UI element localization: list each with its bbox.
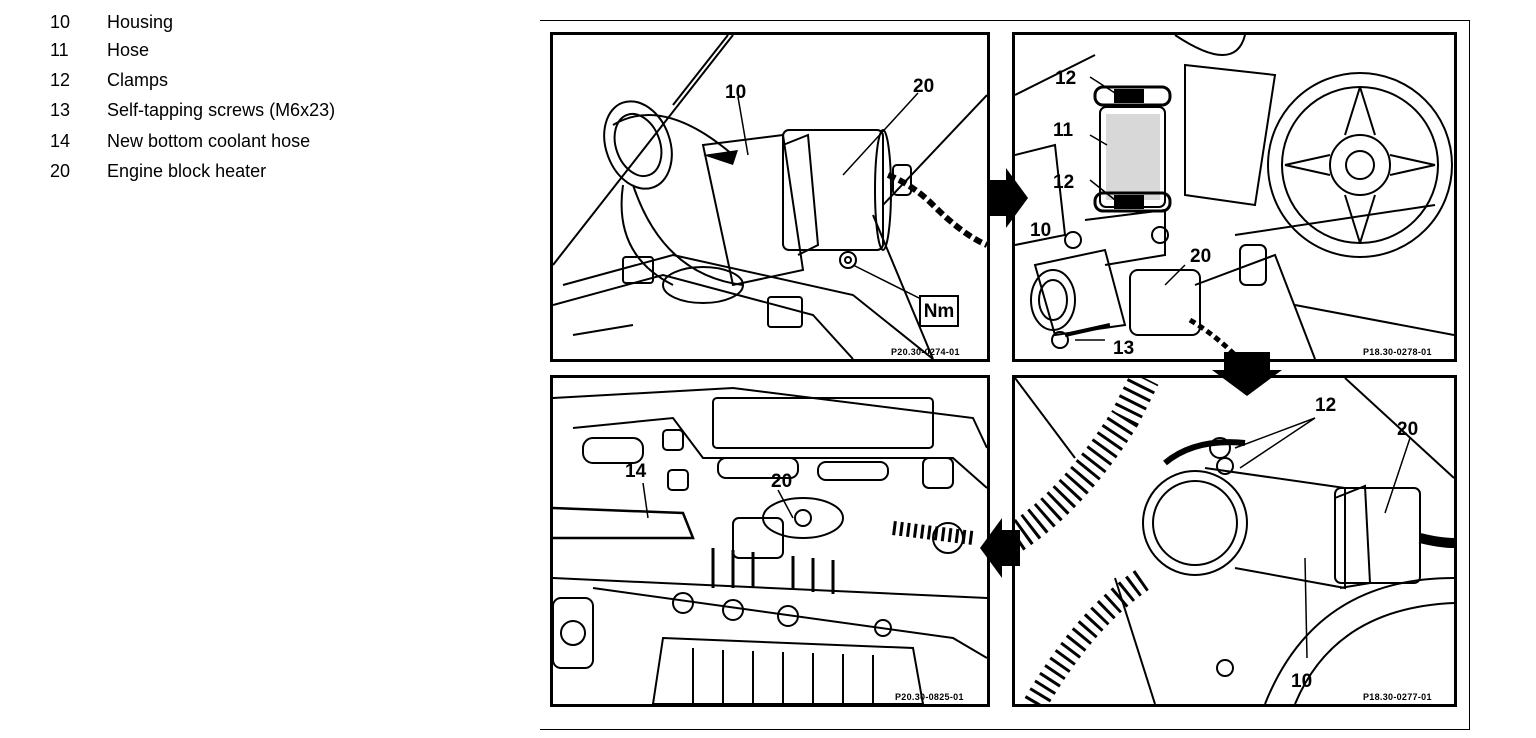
- legend-number: 12: [50, 70, 71, 90]
- arrow-left-icon: [980, 518, 1020, 578]
- callout-clamps: 12: [1315, 395, 1337, 416]
- callout-screws: 13: [1113, 338, 1135, 359]
- callout-heater: 20: [1190, 246, 1212, 267]
- engine-bay-illustration: [553, 386, 987, 704]
- legend-label: New bottom coolant hose: [107, 131, 311, 151]
- panel-bottom-right: 12 20 10 P18.30-0277-01: [1012, 375, 1457, 707]
- callout-heater: 20: [913, 76, 935, 97]
- arrow-down-icon: [1212, 352, 1282, 396]
- legend-number: 11: [50, 40, 69, 60]
- figure-code: P20.30-0825-01: [895, 692, 964, 702]
- figure-code: P18.30-0278-01: [1363, 347, 1432, 357]
- legend-label: Housing: [107, 12, 174, 32]
- legend-number: 13: [50, 100, 71, 120]
- figure-frame: [540, 20, 1470, 730]
- callout-clamp-upper: 12: [1055, 68, 1077, 89]
- figure-code: P18.30-0277-01: [1363, 692, 1432, 702]
- panel-top-left: 10 20 Nm P20.30-0274-01: [550, 32, 990, 362]
- legend-number: 10: [50, 12, 71, 32]
- callout-housing: 10: [725, 82, 747, 103]
- callout-housing: 10: [1030, 220, 1052, 241]
- callout-housing: 10: [1291, 671, 1313, 692]
- hose-clamps-illustration: [1015, 35, 1454, 359]
- callout-heater: 20: [771, 471, 793, 492]
- arrow-right-icon: [988, 168, 1028, 228]
- housing-heater-illustration: [553, 35, 987, 359]
- legend-label: Self-tapping screws (M6x23): [107, 100, 336, 120]
- panel-bottom-left: 14 20 P20.30-0825-01: [550, 375, 990, 707]
- callout-hose: 11: [1053, 120, 1074, 141]
- callout-heater: 20: [1397, 419, 1419, 440]
- legend-label: Engine block heater: [107, 161, 267, 181]
- panel-top-right: 12 11 12 10 20 13 P18.30-0278-01: [1012, 32, 1457, 362]
- hose-connection-illustration: [1015, 378, 1454, 704]
- callout-coolant-hose: 14: [625, 461, 647, 482]
- callout-clamp-lower: 12: [1053, 172, 1075, 193]
- torque-symbol: Nm: [919, 295, 959, 327]
- legend-number: 14: [50, 131, 71, 151]
- legend-label: Hose: [107, 40, 150, 60]
- legend-number: 20: [50, 161, 71, 181]
- figure-code: P20.30-0274-01: [891, 347, 960, 357]
- legend-label: Clamps: [107, 70, 169, 90]
